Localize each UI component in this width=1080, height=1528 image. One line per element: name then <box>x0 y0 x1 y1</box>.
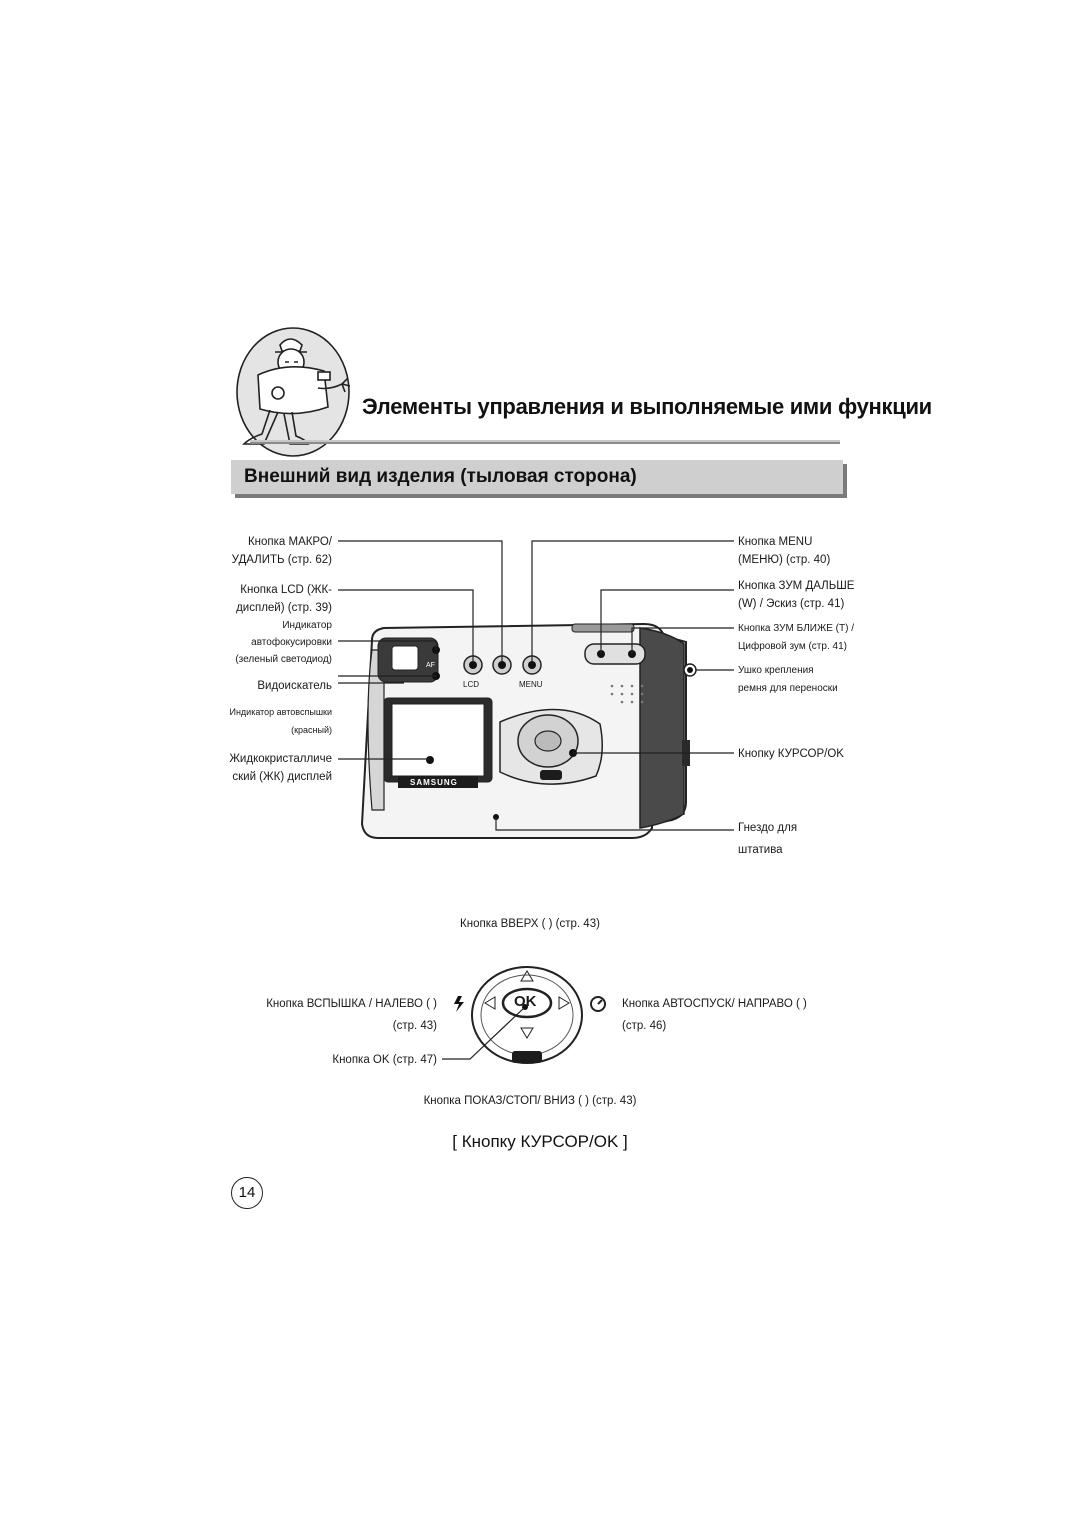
label-lcd-display-1: Жидкокристалличе <box>229 753 332 765</box>
label-right-button-2: (стр. 46) <box>622 1020 667 1032</box>
label-cursor-ok: Кнопку КУРСОР/OK <box>738 748 844 760</box>
label-down-button: Кнопка ПОКАЗ/СТОП/ ВНИЗ ( ) (стр. 43) <box>423 1095 637 1107</box>
label-af-1: Индикатор <box>282 620 332 631</box>
label-af-2: автофокусировки <box>251 637 332 648</box>
label-menu-1: Кнопка MENU <box>738 536 813 548</box>
label-right-button-1: Кнопка АВТОСПУСК/ НАПРАВО ( ) <box>622 998 807 1010</box>
label-ok-button: Кнопка OK (стр. 47) <box>332 1054 437 1066</box>
label-lcd-2: дисплей) (стр. 39) <box>236 602 332 614</box>
label-lcd-display-2: ский (ЖК) дисплей <box>232 771 332 783</box>
page-title: Элементы управления и выполняемые ими фу… <box>362 394 932 419</box>
label-zoom-t-1: Кнопка ЗУМ БЛИЖЕ (T) / <box>738 623 854 634</box>
ok-mark: OK <box>514 993 537 1010</box>
label-strap-1: Ушко крепления <box>738 665 814 676</box>
label-menu-2: (МЕНЮ) (стр. 40) <box>738 554 831 566</box>
menu-mark: MENU <box>519 680 543 689</box>
label-lcd-1: Кнопка LCD (ЖК- <box>240 584 332 596</box>
label-tripod-1: Гнездо для <box>738 822 798 834</box>
label-macro-2: УДАЛИТЬ (стр. 62) <box>231 554 332 566</box>
label-flash-indicator-1: Индикатор автовспышки <box>229 707 332 717</box>
figure-caption: [ Кнопку КУРСОР/OK ] <box>452 1132 628 1151</box>
label-af-3: (зеленый светодиод) <box>235 654 332 665</box>
label-macro-1: Кнопка МАКРО/ <box>247 536 332 548</box>
label-left-button-2: (стр. 43) <box>392 1020 437 1032</box>
label-left-button-1: Кнопка ВСПЫШКА / НАЛЕВО ( ) <box>266 998 437 1010</box>
label-tripod-2: штатива <box>738 844 783 856</box>
brand-logo: SAMSUNG <box>410 778 458 787</box>
label-flash-indicator-2: (красный) <box>291 725 332 735</box>
label-zoom-w-2: (W) / Эскиз (стр. 41) <box>738 598 845 610</box>
lcd-mark: LCD <box>463 680 480 689</box>
label-up-button: Кнопка ВВЕРХ ( ) (стр. 43) <box>460 918 600 930</box>
section-title-bar <box>231 460 843 494</box>
label-strap-2: ремня для переноски <box>738 683 838 694</box>
section-title: Внешний вид изделия (тыловая сторона) <box>244 466 637 487</box>
af-mark: AF <box>426 662 435 669</box>
label-viewfinder: Видоискатель <box>257 680 332 692</box>
label-zoom-w-1: Кнопка ЗУМ ДАЛЬШЕ <box>738 580 855 592</box>
page-number: 14 <box>231 1177 263 1209</box>
label-zoom-t-2: Цифровой зум (стр. 41) <box>738 641 847 652</box>
